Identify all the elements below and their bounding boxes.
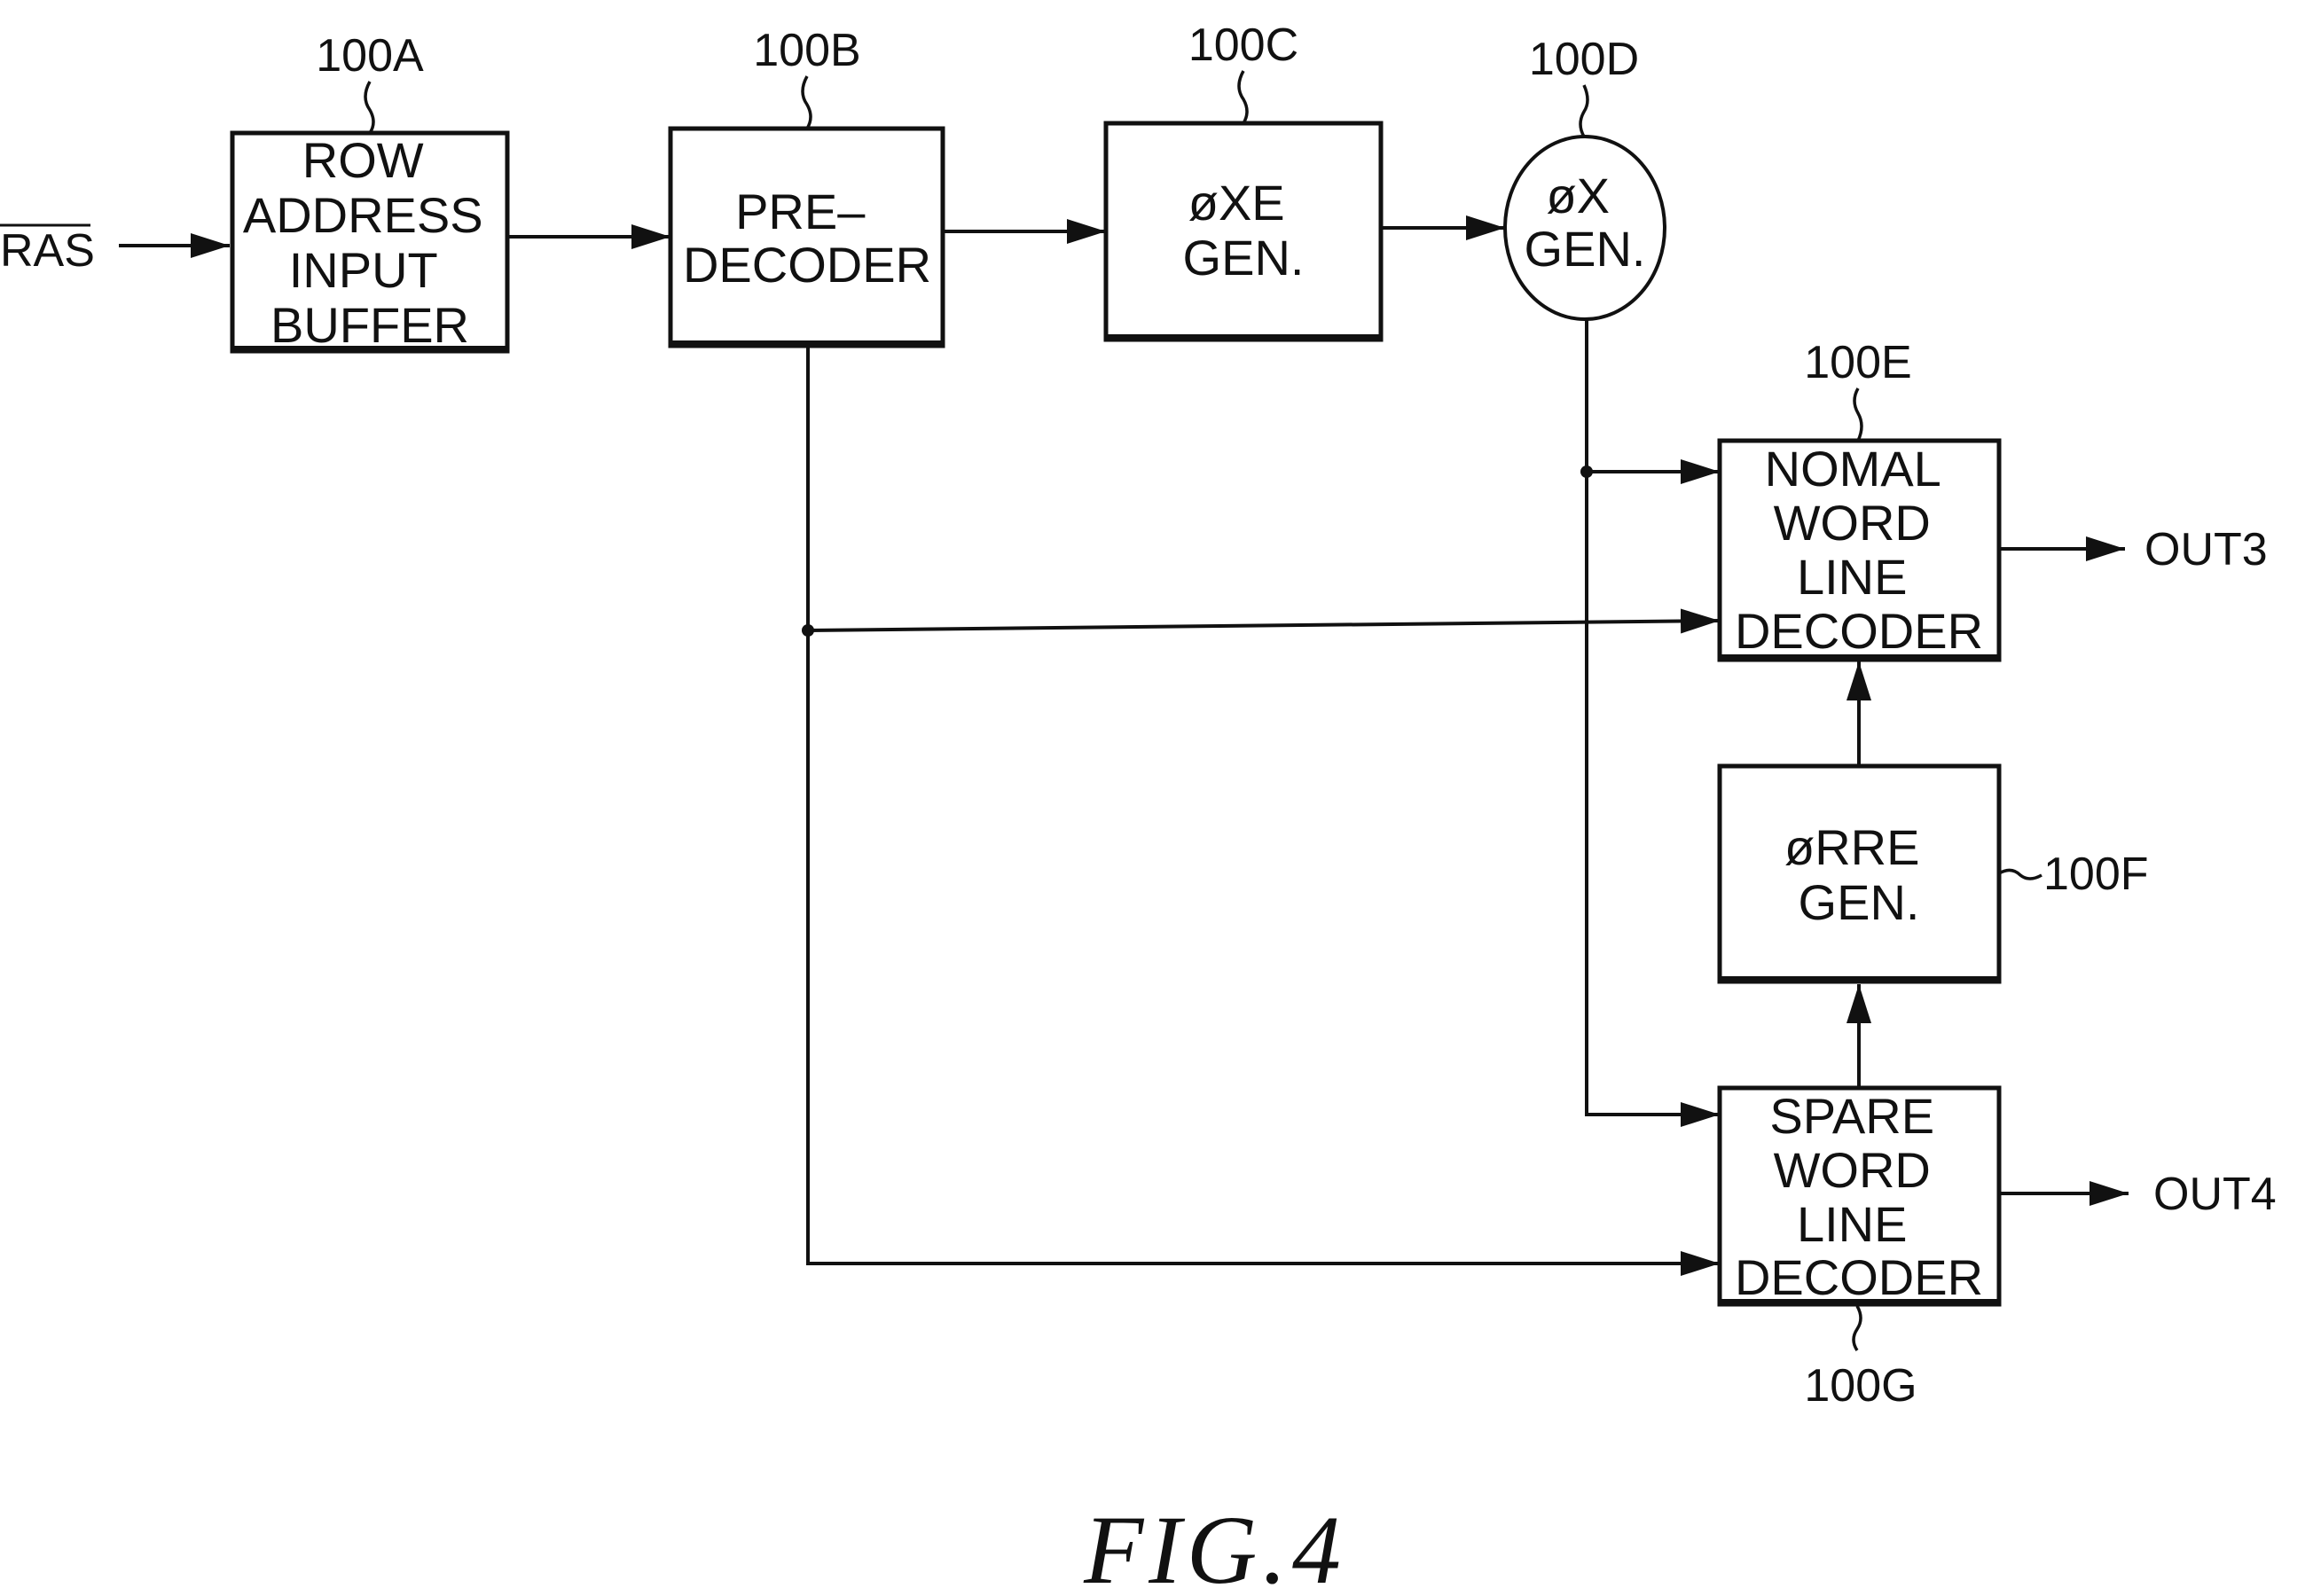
wire-100d-to-100g <box>1587 319 1720 1115</box>
ref-label-100d: 100D <box>1529 34 1639 85</box>
input-ras: RAS <box>0 225 230 277</box>
ref-label-100b: 100B <box>753 25 860 76</box>
block-100c-phi-xe-gen: 100C øXE GEN. <box>1106 20 1381 340</box>
ras-label: RAS <box>0 225 95 277</box>
box-100c-text: øXE GEN. <box>1183 175 1305 286</box>
ref-label-100a: 100A <box>316 30 424 82</box>
ref-label-100e: 100E <box>1804 337 1911 388</box>
junction-dot-phi-x <box>1580 466 1593 478</box>
block-100b-pre-decoder: 100B PRE– DECODER <box>670 25 943 346</box>
output-label-out4: OUT4 <box>2153 1169 2277 1220</box>
leader-100c <box>1239 71 1247 123</box>
block-100a-row-address-input-buffer: 100A ROW ADDRESS INPUT BUFFER <box>232 30 507 353</box>
output-label-out3: OUT3 <box>2144 524 2268 575</box>
leader-100f <box>1999 870 2042 879</box>
ref-label-100c: 100C <box>1188 20 1298 71</box>
block-100g-spare-word-line-decoder: SPARE WORD LINE DECODER 100G <box>1720 1088 1999 1412</box>
leader-100b <box>803 76 811 129</box>
block-100f-phi-rre-gen: øRRE GEN. 100F <box>1720 766 2149 982</box>
leader-100d <box>1580 85 1588 137</box>
ref-label-100f: 100F <box>2043 849 2149 900</box>
block-100d-phi-x-gen: 100D øX GEN. <box>1505 34 1665 319</box>
wire-100b-to-100g <box>808 346 1720 1264</box>
wire-100b-to-100e <box>808 621 1720 630</box>
ref-label-100g: 100G <box>1804 1360 1917 1412</box>
box-100f-text: øRRE GEN. <box>1784 819 1933 930</box>
leader-100g <box>1854 1306 1861 1350</box>
block-100e-normal-word-line-decoder: 100E NOMAL WORD LINE DECODER <box>1720 337 1999 660</box>
figure-caption: FIG.4 <box>1083 1496 1346 1596</box>
leader-100e <box>1854 388 1862 441</box>
junction-dot-predecoder <box>802 624 814 637</box>
leader-100a <box>365 82 373 133</box>
